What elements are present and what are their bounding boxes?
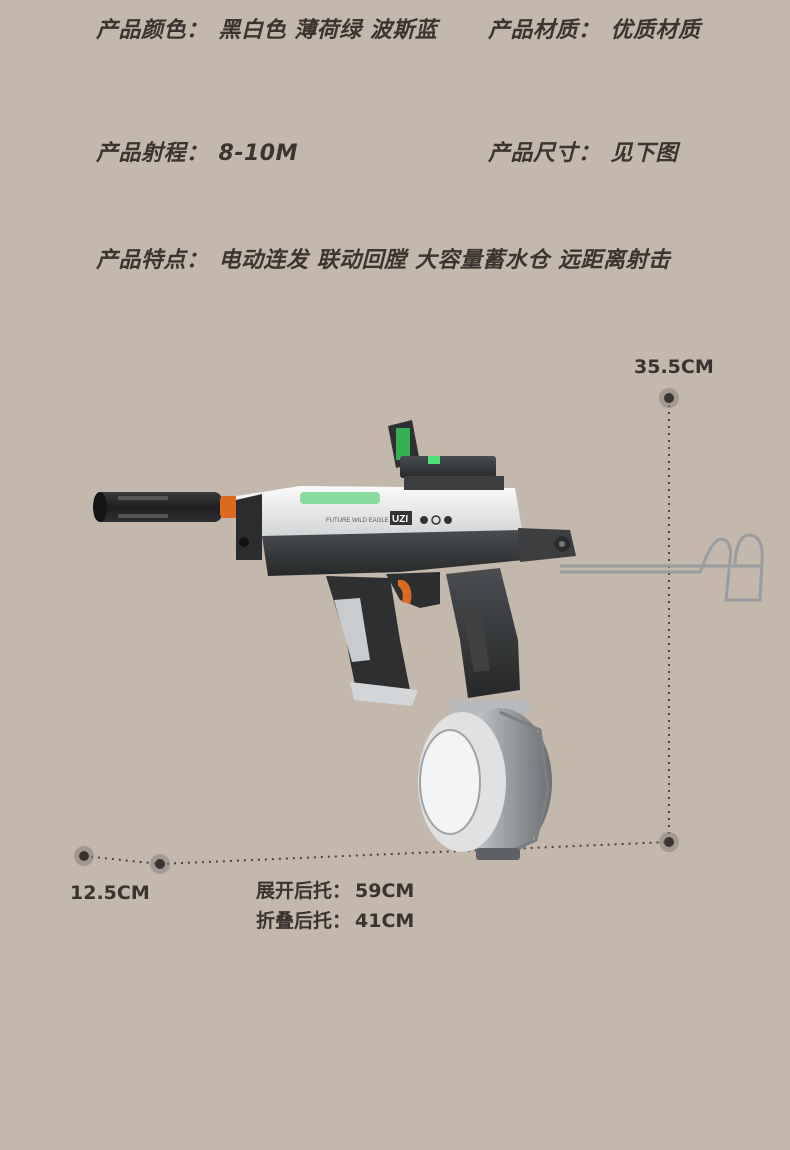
spec-color-value: 黑白色 薄荷绿 波斯蓝	[218, 18, 438, 43]
spec-size-label: 产品尺寸：	[488, 141, 601, 166]
stock-folded-value: 41CM	[355, 910, 415, 932]
spec-features-value: 电动连发 联动回膛 大容量蓄水仓 远距离射击	[218, 248, 671, 273]
stock-extended-value: 59CM	[355, 880, 415, 902]
spec-color-label: 产品颜色：	[96, 18, 209, 43]
foregrip	[326, 576, 418, 706]
barrel-silencer	[93, 492, 238, 522]
pistol-grip	[446, 568, 520, 698]
spec-features: 产品特点： 电动连发 联动回膛 大容量蓄水仓 远距离射击	[96, 242, 671, 274]
trigger	[386, 572, 440, 608]
height-dimension-line	[659, 388, 679, 852]
stock-extended-label: 展开后托：	[256, 880, 352, 902]
width-label: 12.5CM	[70, 882, 150, 904]
spec-features-label: 产品特点：	[96, 248, 209, 273]
spec-material-label: 产品材质：	[488, 18, 601, 43]
wire-stock	[560, 533, 764, 602]
lower-receiver	[262, 528, 576, 576]
spec-material-value: 优质材质	[610, 18, 701, 43]
spec-range-value: 8-10M	[218, 141, 298, 166]
upper-receiver: FUTURE WILD EAGLE UZI	[236, 486, 522, 560]
height-label: 35.5CM	[634, 356, 714, 378]
spec-range-label: 产品射程：	[96, 141, 209, 166]
spec-size: 产品尺寸： 见下图	[488, 135, 678, 167]
spec-range: 产品射程： 8-10M	[96, 135, 298, 167]
width-dimension-line	[74, 841, 670, 874]
spec-size-value: 见下图	[610, 141, 679, 166]
spec-material: 产品材质： 优质材质	[488, 12, 701, 44]
model-badge: UZI	[392, 514, 408, 525]
spec-color: 产品颜色： 黑白色 薄荷绿 波斯蓝	[96, 12, 437, 44]
stock-folded-label: 折叠后托：	[256, 910, 352, 932]
drum-magazine	[418, 700, 552, 860]
stock-extended: 展开后托：59CM	[256, 876, 414, 903]
stock-folded: 折叠后托：41CM	[256, 906, 414, 933]
side-text: FUTURE WILD EAGLE	[326, 518, 389, 524]
red-dot-sight	[388, 420, 504, 490]
